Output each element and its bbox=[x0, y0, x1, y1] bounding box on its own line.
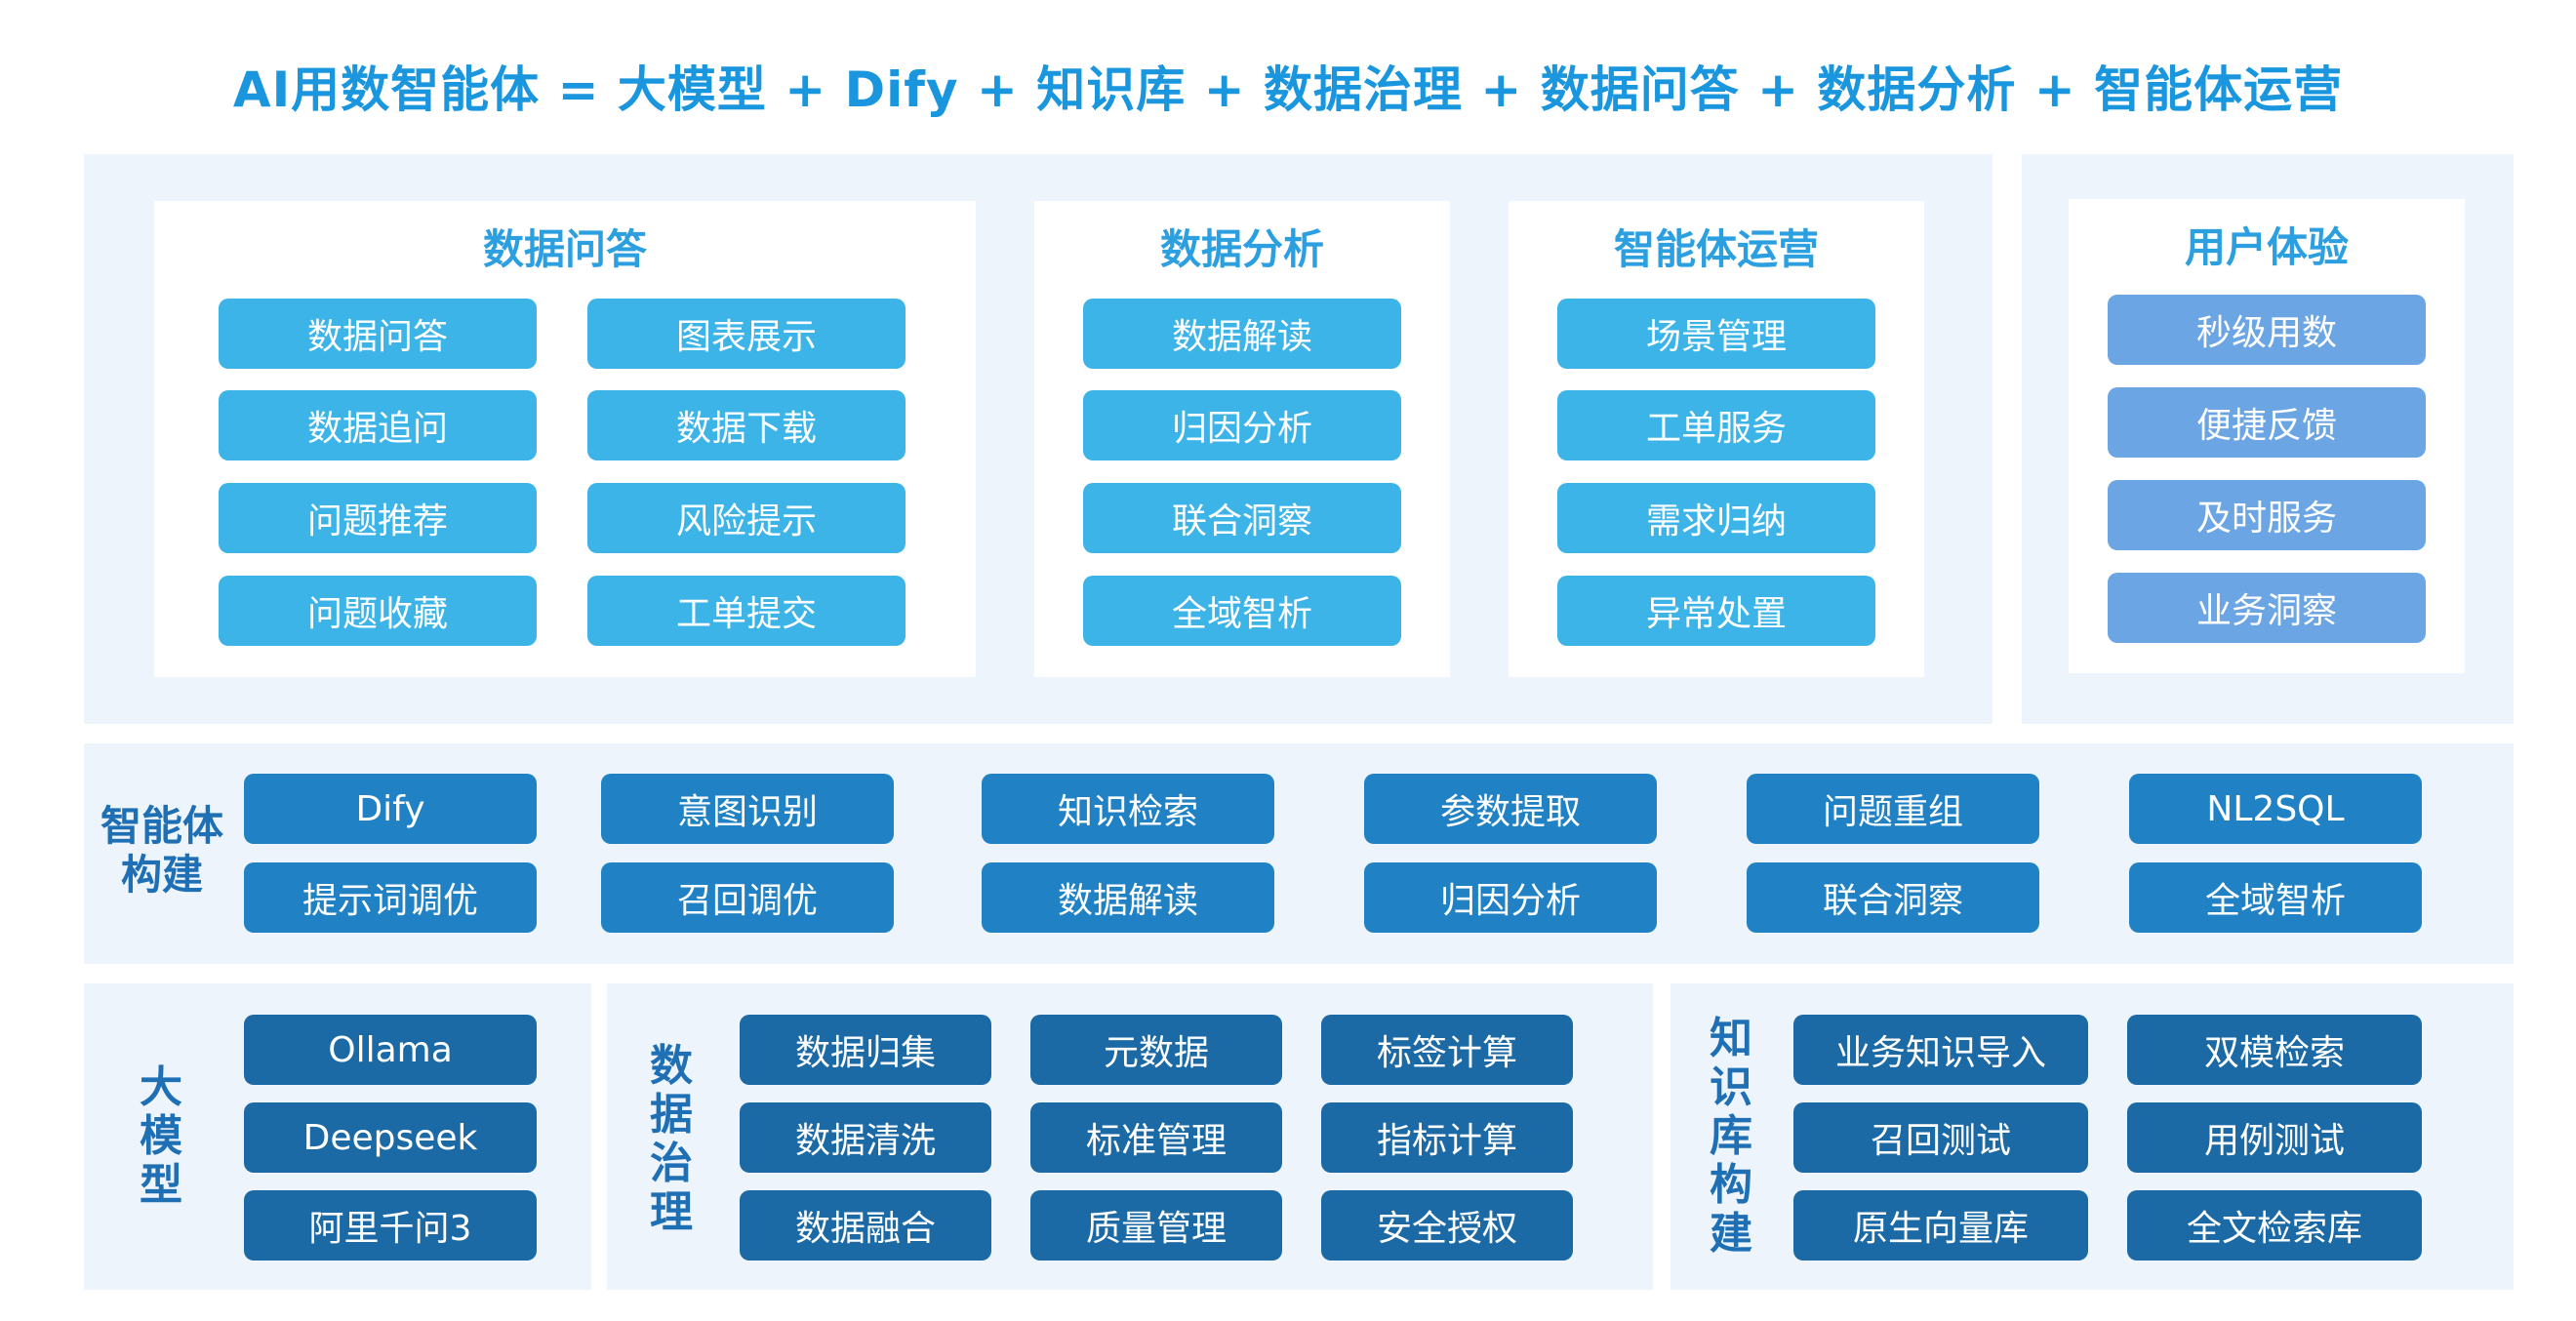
qa-item[interactable]: 数据下载 bbox=[587, 390, 906, 460]
gov-item[interactable]: 元数据 bbox=[1030, 1015, 1282, 1085]
qa-card-title: 数据问答 bbox=[482, 225, 647, 273]
ops-item[interactable]: 场景管理 bbox=[1557, 299, 1875, 369]
ux-item[interactable]: 秒级用数 bbox=[2108, 295, 2426, 365]
agent-item[interactable]: 数据解读 bbox=[982, 862, 1274, 933]
kb-item[interactable]: 用例测试 bbox=[2127, 1102, 2422, 1173]
llm-label: 大模型 bbox=[140, 1062, 182, 1210]
agent-item[interactable]: 问题重组 bbox=[1747, 774, 2039, 844]
page-title: AI用数智能体 = 大模型 + Dify + 知识库 + 数据治理 + 数据问答… bbox=[232, 61, 2344, 118]
gov-item[interactable]: 指标计算 bbox=[1321, 1102, 1573, 1173]
kb-item[interactable]: 双模检索 bbox=[2127, 1015, 2422, 1085]
agent-item[interactable]: 归因分析 bbox=[1364, 862, 1657, 933]
analysis-card-title: 数据分析 bbox=[1159, 225, 1324, 273]
gov-item[interactable]: 标准管理 bbox=[1030, 1102, 1282, 1173]
gov-item[interactable]: 数据归集 bbox=[740, 1015, 991, 1085]
agent-item[interactable]: 意图识别 bbox=[601, 774, 894, 844]
ux-item[interactable]: 业务洞察 bbox=[2108, 573, 2426, 643]
qa-item[interactable]: 数据追问 bbox=[219, 390, 537, 460]
gov-item[interactable]: 标签计算 bbox=[1321, 1015, 1573, 1085]
agent-item[interactable]: 知识检索 bbox=[982, 774, 1274, 844]
analysis-item[interactable]: 归因分析 bbox=[1083, 390, 1401, 460]
llm-item[interactable]: Deepseek bbox=[244, 1102, 537, 1173]
gov-item[interactable]: 质量管理 bbox=[1030, 1190, 1282, 1261]
agent-item[interactable]: 提示词调优 bbox=[244, 862, 537, 933]
ux-card-title: 用户体验 bbox=[2184, 223, 2349, 271]
agent-item[interactable]: 联合洞察 bbox=[1747, 862, 2039, 933]
analysis-item[interactable]: 全域智析 bbox=[1083, 576, 1401, 646]
agent-item[interactable]: 参数提取 bbox=[1364, 774, 1657, 844]
agent-item[interactable]: 召回调优 bbox=[601, 862, 894, 933]
llm-item[interactable]: Ollama bbox=[244, 1015, 537, 1085]
ops-item[interactable]: 异常处置 bbox=[1557, 576, 1875, 646]
agent-label: 智能体构建 bbox=[100, 802, 223, 899]
ops-card-title: 智能体运营 bbox=[1613, 225, 1819, 273]
qa-item[interactable]: 问题推荐 bbox=[219, 483, 537, 553]
kb-item[interactable]: 原生向量库 bbox=[1793, 1190, 2088, 1261]
analysis-item[interactable]: 联合洞察 bbox=[1083, 483, 1401, 553]
ops-item[interactable]: 需求归纳 bbox=[1557, 483, 1875, 553]
kb-label: 知识库构建 bbox=[1710, 1014, 1752, 1259]
ops-item[interactable]: 工单服务 bbox=[1557, 390, 1875, 460]
ux-item[interactable]: 便捷反馈 bbox=[2108, 387, 2426, 458]
qa-item[interactable]: 数据问答 bbox=[219, 299, 537, 369]
kb-item[interactable]: 全文检索库 bbox=[2127, 1190, 2422, 1261]
agent-item[interactable]: NL2SQL bbox=[2129, 774, 2422, 844]
gov-item[interactable]: 安全授权 bbox=[1321, 1190, 1573, 1261]
gov-item[interactable]: 数据清洗 bbox=[740, 1102, 991, 1173]
qa-item[interactable]: 工单提交 bbox=[587, 576, 906, 646]
ux-item[interactable]: 及时服务 bbox=[2108, 480, 2426, 550]
gov-label: 数据治理 bbox=[650, 1041, 693, 1237]
qa-item[interactable]: 风险提示 bbox=[587, 483, 906, 553]
kb-item[interactable]: 业务知识导入 bbox=[1793, 1015, 2088, 1085]
analysis-item[interactable]: 数据解读 bbox=[1083, 299, 1401, 369]
agent-item[interactable]: Dify bbox=[244, 774, 537, 844]
agent-item[interactable]: 全域智析 bbox=[2129, 862, 2422, 933]
llm-item[interactable]: 阿里千问3 bbox=[244, 1190, 537, 1261]
gov-item[interactable]: 数据融合 bbox=[740, 1190, 991, 1261]
qa-item[interactable]: 问题收藏 bbox=[219, 576, 537, 646]
kb-item[interactable]: 召回测试 bbox=[1793, 1102, 2088, 1173]
qa-item[interactable]: 图表展示 bbox=[587, 299, 906, 369]
